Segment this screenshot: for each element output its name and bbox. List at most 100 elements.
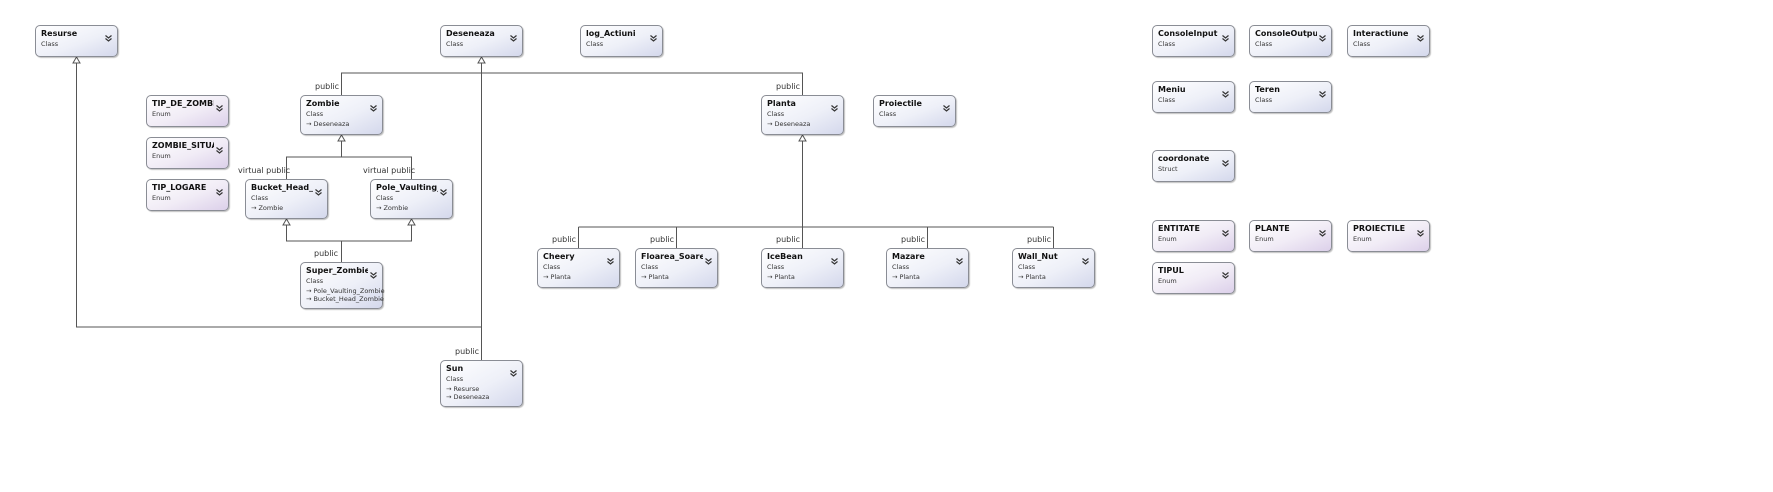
edge-label-pole-virtual: virtual public	[363, 166, 416, 175]
double-chevron-down-icon[interactable]	[704, 251, 713, 265]
edge-label-planta-public: public	[776, 82, 801, 91]
base-type-name: Resurse	[453, 385, 480, 393]
base-type-name: Pole_Vaulting_Zombie	[313, 287, 385, 295]
node-kind: Class	[1018, 263, 1036, 271]
node-kind: Class	[376, 194, 394, 202]
node-name: PROIECTILE	[1353, 224, 1406, 233]
double-chevron-down-icon[interactable]	[509, 363, 518, 377]
node-pole-vaulting-zombie[interactable]: Pole_Vaulting_Z... Class →Zombie	[370, 179, 453, 219]
edge-label-floarea-public: public	[650, 235, 675, 244]
base-type-item: →Planta	[543, 273, 616, 281]
double-chevron-down-icon[interactable]	[1081, 251, 1090, 265]
double-chevron-down-icon[interactable]	[439, 182, 448, 196]
node-name: Planta	[767, 99, 796, 108]
node-kind: Enum	[152, 110, 171, 118]
node-kind: Enum	[152, 194, 171, 202]
double-chevron-down-icon[interactable]	[955, 251, 964, 265]
node-zombie-situatie[interactable]: ZOMBIE_SITUAT...Enum	[146, 137, 229, 169]
base-type-item: →Deseneaza	[306, 120, 379, 128]
base-types-list: →Zombie	[251, 204, 324, 212]
node-name: Deseneaza	[446, 29, 495, 38]
node-name: PLANTE	[1255, 224, 1290, 233]
node-name: Proiectile	[879, 99, 922, 108]
node-kind: Class	[1255, 40, 1273, 48]
double-chevron-down-icon[interactable]	[215, 98, 224, 112]
base-type-name: Deseneaza	[453, 393, 490, 401]
double-chevron-down-icon[interactable]	[314, 182, 323, 196]
double-chevron-down-icon[interactable]	[649, 28, 658, 42]
double-chevron-down-icon[interactable]	[369, 265, 378, 279]
double-chevron-down-icon[interactable]	[942, 98, 951, 112]
double-chevron-down-icon[interactable]	[1318, 28, 1327, 42]
node-kind: Class	[1158, 96, 1176, 104]
node-name: Super_Zombie	[306, 266, 368, 275]
double-chevron-down-icon[interactable]	[830, 251, 839, 265]
inheritance-arrow-icon: →	[543, 273, 549, 281]
node-bucket-head-zombie[interactable]: Bucket_Head_Zo...Class→Zombie	[245, 179, 328, 219]
node-name: ConsoleInput	[1158, 29, 1218, 38]
double-chevron-down-icon[interactable]	[1318, 223, 1327, 237]
edge-label-bucket-virtual: virtual public	[238, 166, 291, 175]
inheritance-arrowhead-bucket	[282, 218, 291, 226]
double-chevron-down-icon[interactable]	[1221, 84, 1230, 98]
node-floarea-soarelui[interactable]: Floarea_SoareluiClass→Planta	[635, 248, 718, 288]
base-type-name: Zombie	[258, 204, 284, 212]
double-chevron-down-icon[interactable]	[215, 182, 224, 196]
double-chevron-down-icon[interactable]	[1221, 265, 1230, 279]
double-chevron-down-icon[interactable]	[1416, 28, 1425, 42]
edge-super-bus	[286, 225, 412, 242]
inheritance-arrowhead-resurse	[72, 56, 81, 64]
node-name: Pole_Vaulting_Z...	[376, 183, 438, 192]
base-types-list: →Planta	[543, 273, 616, 281]
double-chevron-down-icon[interactable]	[1221, 153, 1230, 167]
double-chevron-down-icon[interactable]	[1416, 223, 1425, 237]
base-types-list: →Planta	[641, 273, 714, 281]
base-types-list: →Deseneaza	[306, 120, 379, 128]
double-chevron-down-icon[interactable]	[1318, 84, 1327, 98]
double-chevron-down-icon[interactable]	[830, 98, 839, 112]
base-type-name: Deseneaza	[774, 120, 811, 128]
base-type-item: →Zombie	[376, 204, 449, 212]
node-kind: Struct	[1158, 165, 1178, 173]
double-chevron-down-icon[interactable]	[509, 28, 518, 42]
base-types-list: →Planta	[892, 273, 965, 281]
base-type-item: →Deseneaza	[767, 120, 840, 128]
double-chevron-down-icon[interactable]	[1221, 223, 1230, 237]
base-type-item: →Planta	[767, 273, 840, 281]
double-chevron-down-icon[interactable]	[104, 28, 113, 42]
base-type-item: →Zombie	[251, 204, 324, 212]
double-chevron-down-icon[interactable]	[215, 140, 224, 154]
inheritance-arrow-icon: →	[767, 273, 773, 281]
base-type-item: →Deseneaza	[446, 393, 519, 401]
node-kind: Enum	[1158, 235, 1177, 243]
node-tip-de-zombie[interactable]: TIP_DE_ZOMBIEEnum	[146, 95, 229, 127]
inheritance-arrow-icon: →	[892, 273, 898, 281]
double-chevron-down-icon[interactable]	[606, 251, 615, 265]
node-kind: Class	[306, 110, 324, 118]
double-chevron-down-icon[interactable]	[1221, 28, 1230, 42]
double-chevron-down-icon[interactable]	[369, 98, 378, 112]
